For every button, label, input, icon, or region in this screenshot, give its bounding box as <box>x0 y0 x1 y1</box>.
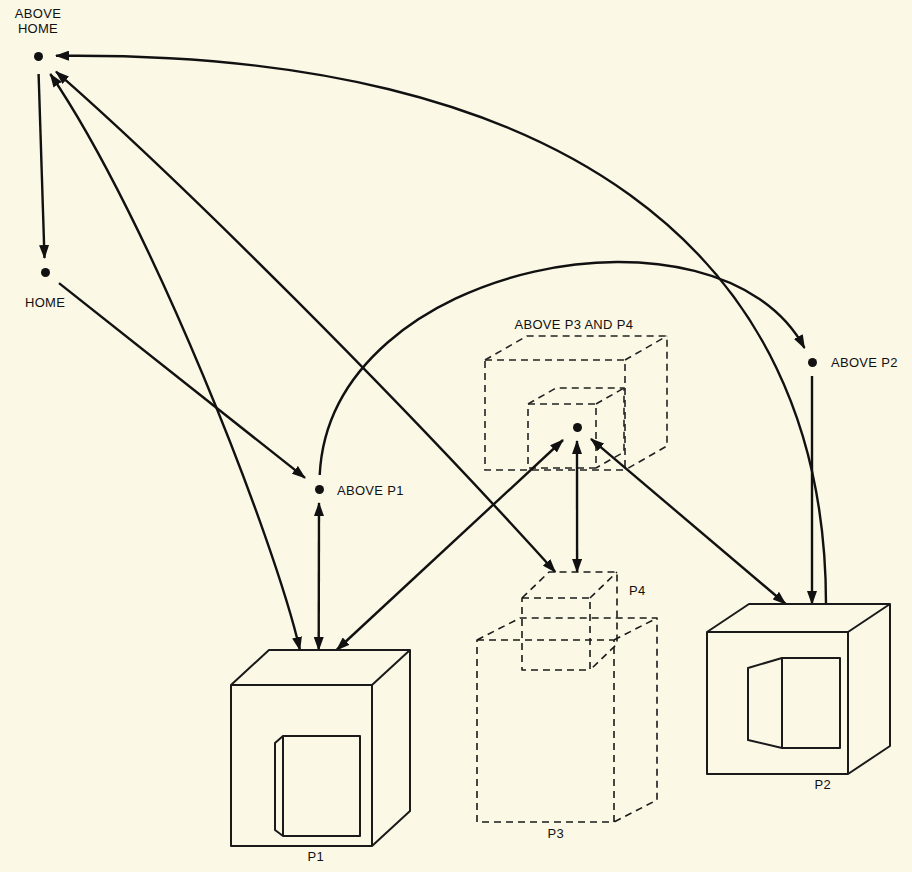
inner-part <box>275 736 360 836</box>
part-outline <box>231 650 410 846</box>
waypoint: ABOVE P3 AND P4 <box>563 413 591 441</box>
cube-outline <box>231 650 410 846</box>
cube-edges <box>477 618 657 822</box>
part-label: P1 <box>306 849 327 864</box>
waypoint: HOME <box>31 258 59 286</box>
point-dot <box>315 485 324 494</box>
motion-arrow <box>337 440 563 650</box>
waypoint: ABOVE HOME <box>20 38 56 74</box>
point-label: HOME <box>23 295 67 310</box>
point-label: ABOVE HOME <box>9 6 67 36</box>
cube-edges <box>707 604 890 774</box>
point-dot <box>41 268 50 277</box>
part-outline <box>707 604 890 774</box>
motion-arrow <box>591 439 786 604</box>
part-label: P3 <box>546 826 567 841</box>
point-dot <box>34 52 43 61</box>
cube-outline <box>522 572 617 670</box>
part-block: P2 <box>707 604 890 774</box>
cube-edges <box>231 650 410 846</box>
inner-part <box>748 658 840 748</box>
dashed-part-outline <box>522 572 617 670</box>
point-dot <box>808 358 817 367</box>
motion-arrow <box>39 74 45 258</box>
dashed-part-outline <box>477 618 657 822</box>
point-label: ABOVE P2 <box>829 355 900 370</box>
motion-arrow <box>811 376 813 604</box>
point-label: ABOVE P1 <box>335 483 406 498</box>
motion-arrow <box>56 72 555 572</box>
cube-outline <box>707 604 890 774</box>
part-block: P1 <box>231 650 410 846</box>
point-dot <box>573 423 582 432</box>
part-block: P3 <box>477 618 657 822</box>
waypoint: ABOVE P1 <box>305 475 333 503</box>
motion-arrow <box>318 503 321 650</box>
cube-outline <box>477 618 657 822</box>
cube-edges <box>522 572 617 670</box>
motion-arrow <box>56 56 826 604</box>
part-label: P2 <box>813 777 834 792</box>
motion-arrow <box>59 283 305 478</box>
motion-arrow <box>576 441 578 572</box>
point-label: ABOVE P3 AND P4 <box>513 317 636 332</box>
motion-arrow <box>50 74 300 650</box>
part-block: P4 <box>522 572 617 670</box>
part-label: P4 <box>627 583 648 598</box>
waypoint: ABOVE P2 <box>798 348 826 376</box>
